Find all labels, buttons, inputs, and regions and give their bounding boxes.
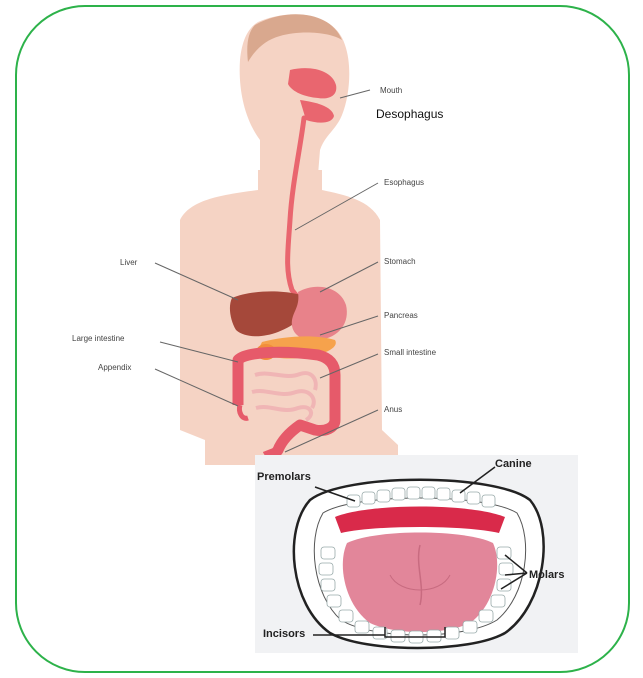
mouth-illustration xyxy=(255,455,578,653)
label-incisors: Incisors xyxy=(263,628,305,640)
label-appendix: Appendix xyxy=(98,363,131,372)
label-liver: Liver xyxy=(120,258,137,267)
label-mouth: Mouth xyxy=(380,86,402,95)
label-anus: Anus xyxy=(384,405,402,414)
mouth-teeth-inset: Premolars Canine Molars Incisors xyxy=(255,455,578,653)
label-canine: Canine xyxy=(495,458,532,470)
label-pancreas: Pancreas xyxy=(384,311,418,320)
label-stomach: Stomach xyxy=(384,257,416,266)
label-large-intestine: Large intestine xyxy=(72,334,124,343)
label-premolars: Premolars xyxy=(257,471,311,483)
label-molars: Molars xyxy=(529,569,564,581)
label-small-intestine: Small intestine xyxy=(384,348,436,357)
label-desophagus: Desophagus xyxy=(376,107,443,121)
label-esophagus: Esophagus xyxy=(384,178,424,187)
